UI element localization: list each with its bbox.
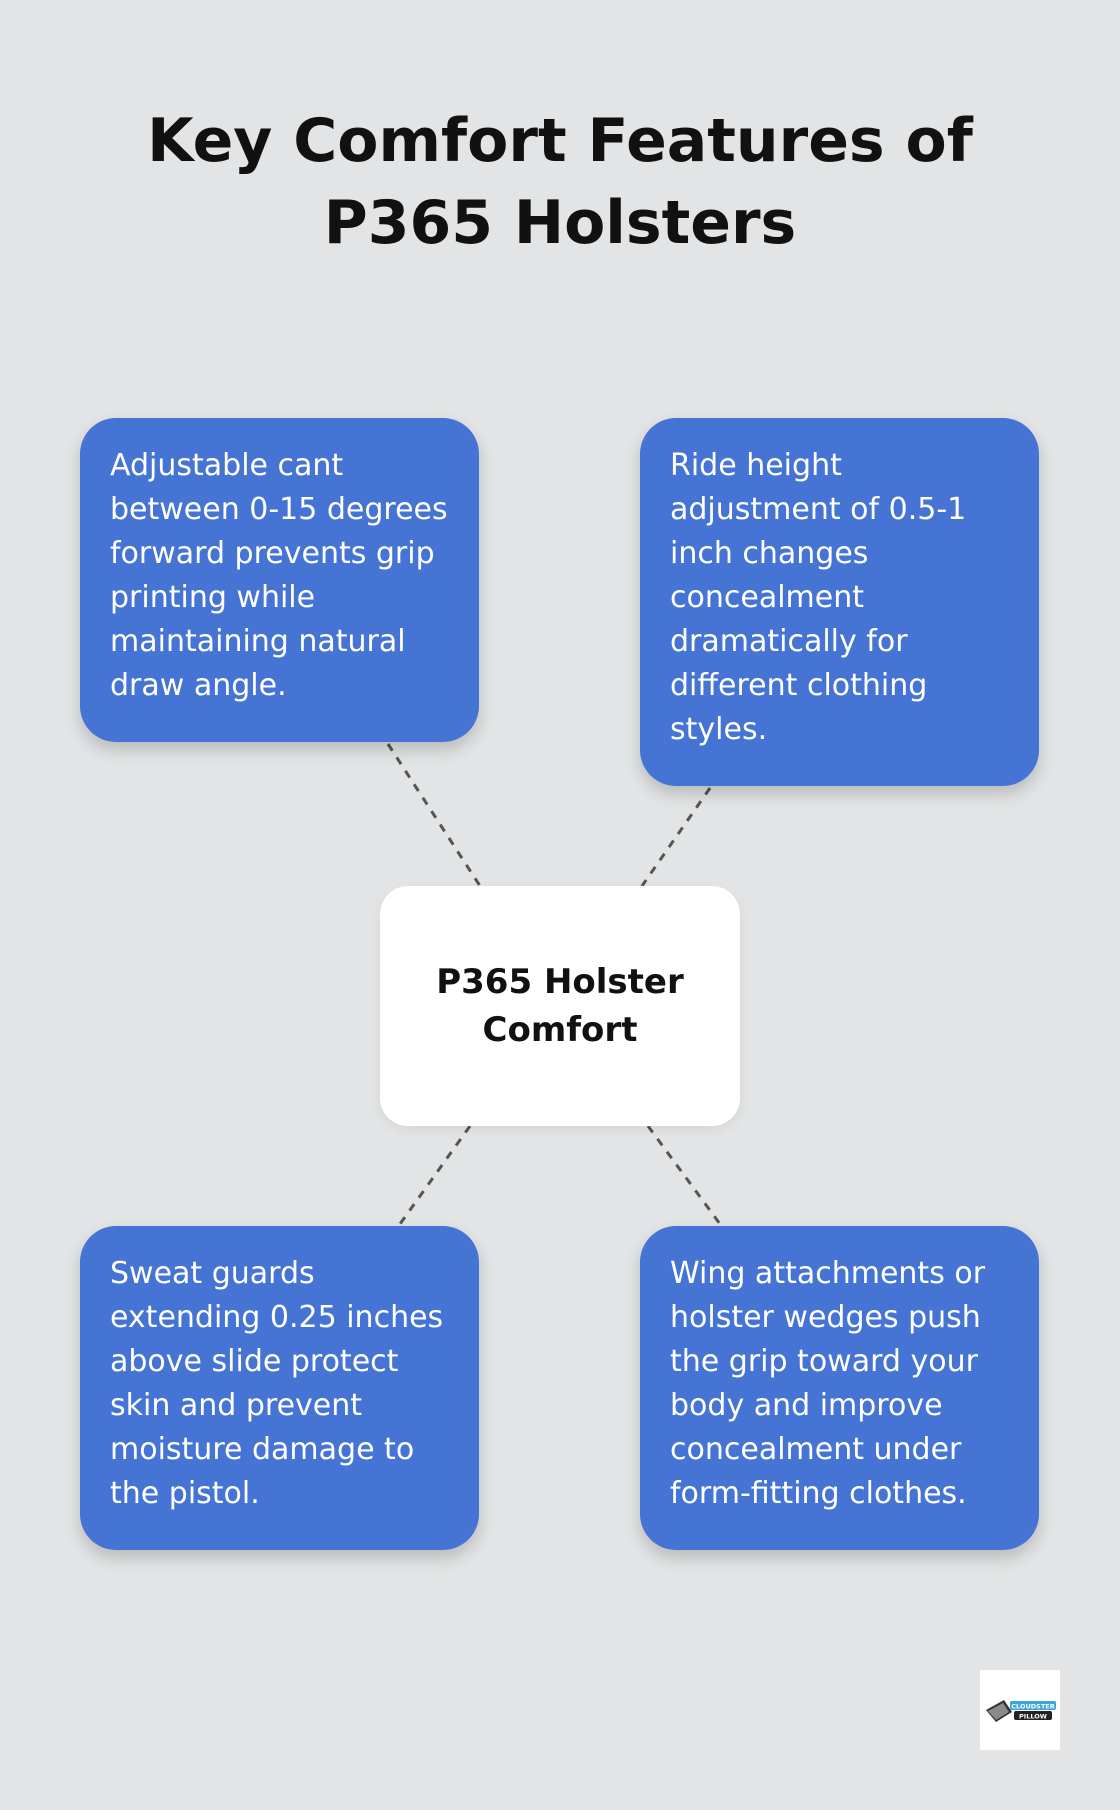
connector-line: [640, 787, 712, 887]
feature-text: Adjustable cant between 0-15 degrees for…: [110, 448, 448, 703]
svg-text:CLOUDSTER: CLOUDSTER: [1011, 1703, 1054, 1711]
feature-text: Sweat guards extending 0.25 inches above…: [110, 1256, 444, 1511]
feature-text: Ride height adjustment of 0.5-1 inch cha…: [670, 448, 967, 747]
page-title: Key Comfort Features of P365 Holsters: [147, 106, 973, 258]
feature-card: Adjustable cant between 0-15 degrees for…: [80, 418, 479, 742]
connector-line: [386, 743, 482, 887]
center-node: P365 Holster Comfort: [380, 886, 740, 1126]
connector-line: [398, 1125, 472, 1225]
svg-text:PILLOW: PILLOW: [1019, 1713, 1047, 1721]
feature-text: Wing attachments or holster wedges push …: [670, 1256, 986, 1511]
feature-card: Ride height adjustment of 0.5-1 inch cha…: [640, 418, 1039, 786]
center-label: P365 Holster Comfort: [436, 962, 684, 1050]
connector-line: [646, 1125, 722, 1225]
brand-logo: CLOUDSTER PILLOW: [980, 1670, 1060, 1750]
feature-card: Sweat guards extending 0.25 inches above…: [80, 1226, 479, 1550]
pillow-logo-icon: CLOUDSTER PILLOW: [986, 1700, 1056, 1722]
feature-card: Wing attachments or holster wedges push …: [640, 1226, 1039, 1550]
